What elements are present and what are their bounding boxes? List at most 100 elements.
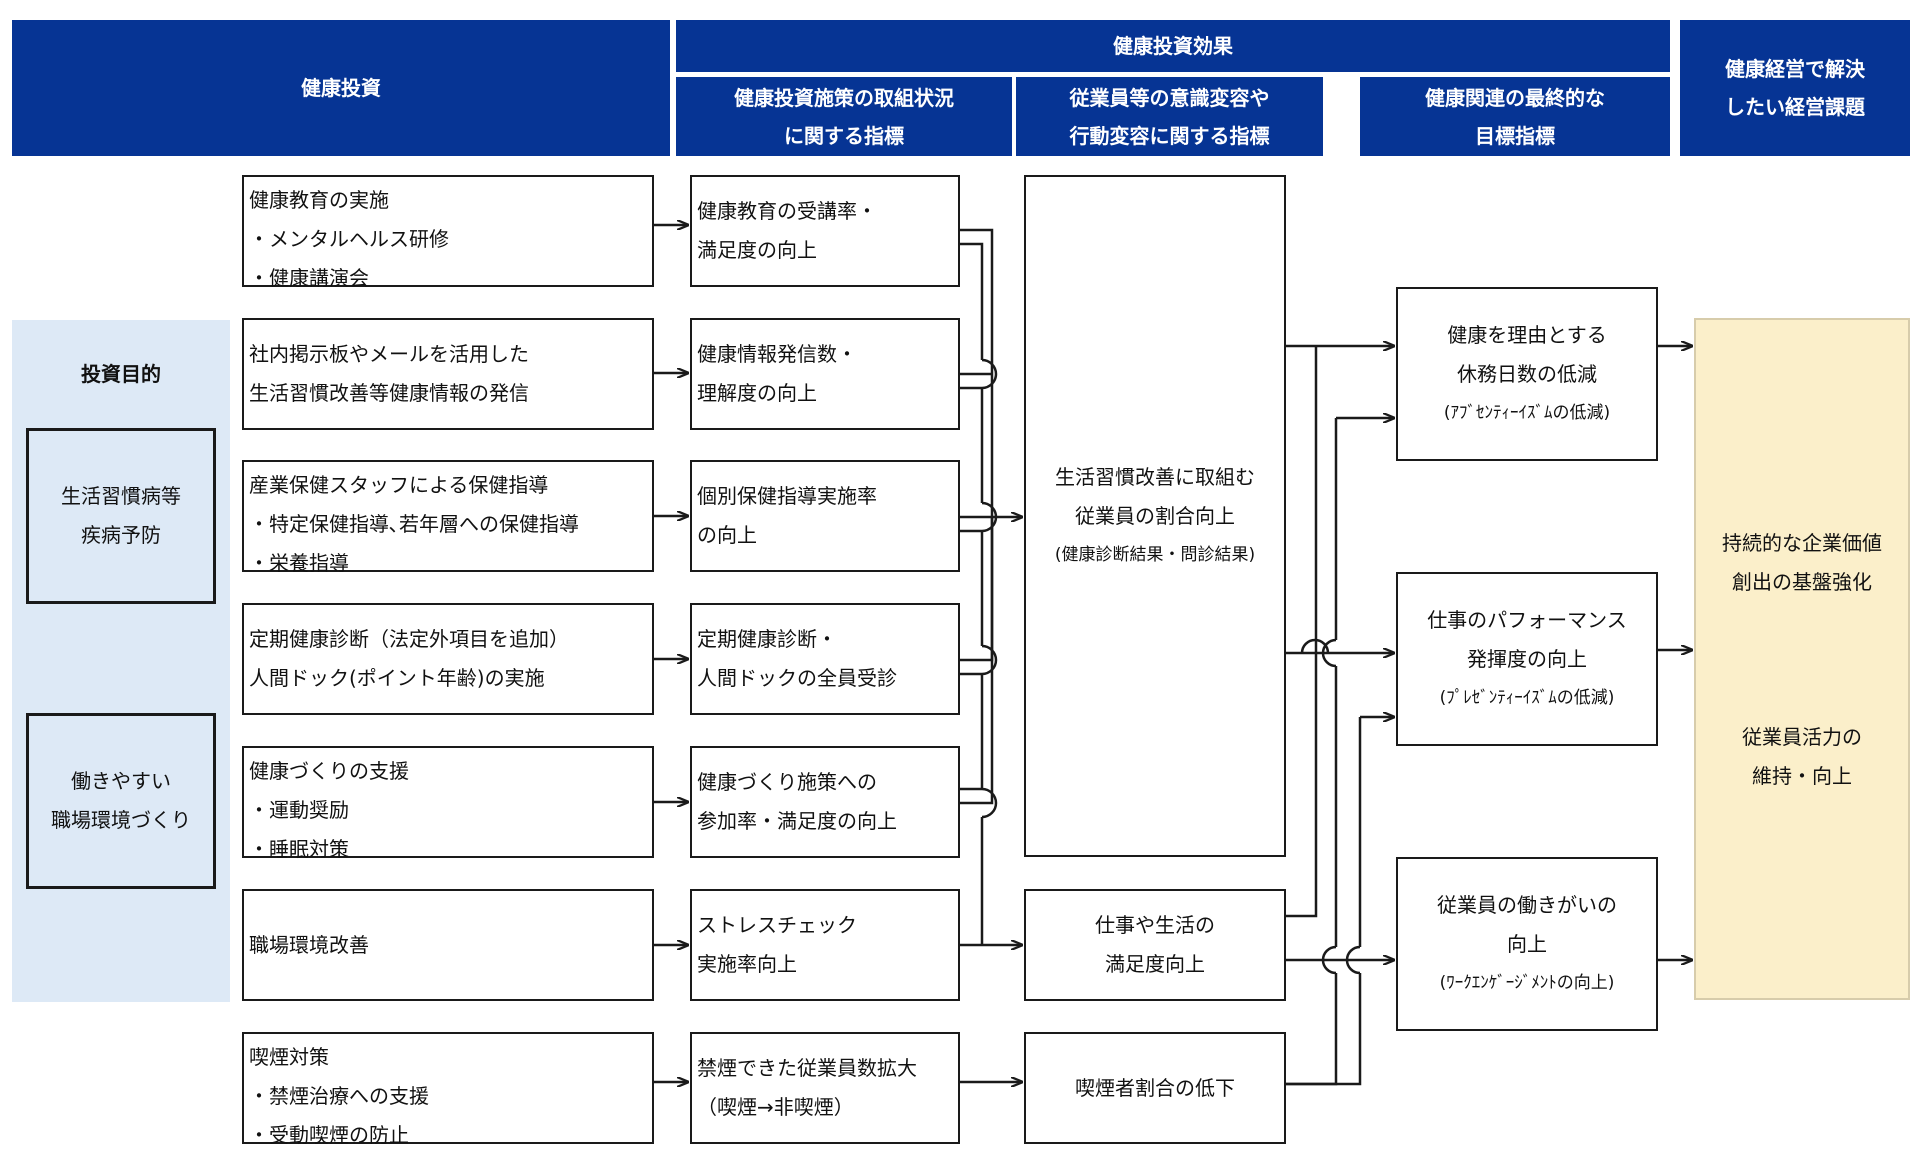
connector: [960, 517, 994, 662]
purpose-workplace: 働きやすい 職場環境づくり: [26, 713, 216, 889]
hop: [1321, 638, 1337, 668]
box-line: 禁煙できた従業員数拡大: [697, 1056, 917, 1080]
goal-line: 創出の基盤強化: [1732, 570, 1872, 594]
box-line: 健康づくりの支援: [249, 759, 409, 783]
investment-health-checkup: 定期健康診断（法定外項目を追加） 人間ドック(ポイント年齢)の実施: [242, 603, 654, 715]
box-line: 健康情報発信数・: [697, 342, 857, 366]
final-absenteeism: 健康を理由とする 休務日数の低減 (ｱﾌﾞｾﾝﾃｨｰｲｽﾞﾑの低減): [1396, 287, 1658, 461]
box-note: (ｱﾌﾞｾﾝﾃｨｰｲｽﾞﾑの低減): [1443, 402, 1611, 423]
management-goal: 持続的な企業価値 創出の基盤強化 従業員活力の 維持・向上: [1694, 318, 1910, 1000]
box-line: ・メンタルヘルス研修: [249, 227, 449, 251]
final-presenteeism: 仕事のパフォーマンス 発揮度の向上 (ﾌﾟﾚｾﾞﾝﾃｨｰｲｽﾞﾑの低減): [1396, 572, 1658, 746]
box-line: 健康教育の実施: [249, 188, 389, 212]
box-line: 仕事のパフォーマンス: [1427, 607, 1627, 632]
box-line: ・睡眠対策: [249, 837, 349, 861]
connector: [960, 517, 994, 805]
box-line: 人間ドック(ポイント年齢)の実施: [249, 666, 545, 690]
measure-quit-smoking: 禁煙できた従業員数拡大 （喫煙→非喫煙）: [690, 1032, 960, 1144]
box-line: 仕事や生活の: [1095, 913, 1215, 937]
header-final: 健康関連の最終的な 目標指標: [1360, 77, 1670, 156]
header-issues: 健康経営で解決 したい経営課題: [1680, 20, 1910, 156]
hop: [1300, 638, 1330, 654]
measure-education-rate: 健康教育の受講率・ 満足度の向上: [690, 175, 960, 287]
behavior-lifestyle: 生活習慣改善に取組む 従業員の割合向上 (健康診断結果・問診結果): [1024, 175, 1286, 857]
box-line: 産業保健スタッフによる保健指導: [249, 473, 549, 497]
measure-checkup-rate: 定期健康診断・ 人間ドックの全員受診: [690, 603, 960, 715]
box-line: 従業員の働きがいの: [1437, 892, 1617, 917]
investment-smoking: 喫煙対策 ・禁煙治療への支援 ・受動喫煙の防止: [242, 1032, 654, 1147]
connector: [960, 228, 994, 517]
purpose-line: 働きやすい: [71, 769, 171, 793]
connector: [1286, 717, 1362, 1086]
measure-participation-rate: 健康づくり施策への 参加率・満足度の向上: [690, 746, 960, 858]
box-line: 喫煙者割合の低下: [1075, 1075, 1235, 1100]
box-note: (ﾌﾟﾚｾﾞﾝﾃｨｰｲｽﾞﾑの低減): [1439, 687, 1615, 708]
box-line: ストレスチェック: [697, 913, 857, 937]
hop: [981, 358, 998, 390]
header-measures: 健康投資施策の取組状況 に関する指標: [676, 77, 1012, 156]
header-behavior: 従業員等の意識変容や 行動変容に関する指標: [1016, 77, 1323, 156]
box-line: ・栄養指導: [249, 551, 349, 575]
connector: [1286, 418, 1338, 1086]
purpose-line: 疾病予防: [81, 523, 161, 547]
box-line: 定期健康診断（法定外項目を追加）: [249, 627, 569, 651]
goal-line: 従業員活力の: [1742, 725, 1862, 749]
box-line: 喫煙対策: [249, 1045, 329, 1069]
box-line: 健康づくり施策への: [697, 770, 877, 794]
box-line: 休務日数の低減: [1457, 361, 1597, 386]
box-line: 発揮度の向上: [1467, 646, 1587, 671]
box-line: 従業員の割合向上: [1075, 503, 1235, 528]
box-line: ・禁煙治療への支援: [249, 1084, 429, 1108]
purpose-line: 生活習慣病等: [61, 484, 181, 508]
header-investment: 健康投資: [12, 20, 670, 156]
box-line: 生活習慣改善等健康情報の発信: [249, 381, 529, 405]
box-line: 満足度向上: [1105, 952, 1205, 976]
connector: [960, 242, 984, 945]
box-line: ・運動奨励: [249, 798, 349, 822]
box-line: ・特定保健指導､若年層への保健指導: [249, 512, 579, 536]
box-line: 実施率向上: [697, 952, 797, 976]
investment-health-info: 社内掲示板やメールを活用した 生活習慣改善等健康情報の発信: [242, 318, 654, 430]
box-note: (健康診断結果・問診結果): [1054, 544, 1256, 565]
connector: [1286, 346, 1318, 918]
box-line: 満足度の向上: [697, 238, 817, 262]
box-line: 健康を理由とする: [1447, 322, 1607, 347]
final-engagement: 従業員の働きがいの 向上 (ﾜｰｸｴﾝｹﾞｰｼﾞﾒﾝﾄの向上): [1396, 857, 1658, 1031]
investment-workplace-improvement: 職場環境改善: [242, 889, 654, 1001]
hop: [1321, 945, 1337, 975]
purpose-line: 職場環境づくり: [51, 808, 191, 832]
box-line: 参加率・満足度の向上: [697, 809, 897, 833]
measure-stresscheck-rate: ストレスチェック 実施率向上: [690, 889, 960, 1001]
box-line: 社内掲示板やメールを活用した: [249, 342, 529, 366]
header-effect: 健康投資効果: [676, 20, 1670, 72]
box-line: （喫煙→非喫煙）: [697, 1095, 854, 1119]
box-line: 定期健康診断・: [697, 627, 837, 651]
hop: [1345, 945, 1361, 975]
behavior-smoking-rate: 喫煙者割合の低下: [1024, 1032, 1286, 1144]
box-line: 生活習慣改善に取組む: [1055, 464, 1255, 489]
box-line: 人間ドックの全員受診: [697, 666, 897, 690]
measure-info-count: 健康情報発信数・ 理解度の向上: [690, 318, 960, 430]
box-line: の向上: [697, 523, 757, 547]
box-note: (ﾜｰｸｴﾝｹﾞｰｼﾞﾒﾝﾄの向上): [1439, 972, 1615, 993]
hop: [981, 644, 998, 676]
hop: [981, 787, 998, 819]
investment-health-guidance: 産業保健スタッフによる保健指導 ・特定保健指導､若年層への保健指導 ・栄養指導: [242, 460, 654, 575]
measure-guidance-rate: 個別保健指導実施率 の向上: [690, 460, 960, 572]
hop: [981, 501, 998, 533]
investment-health-education: 健康教育の実施 ・メンタルヘルス研修 ・健康講演会: [242, 175, 654, 290]
purpose-title: 投資目的: [81, 362, 161, 386]
goal-line: 持続的な企業価値: [1722, 531, 1882, 555]
box-line: ・健康講演会: [249, 266, 369, 290]
investment-health-support: 健康づくりの支援 ・運動奨励 ・睡眠対策: [242, 746, 654, 861]
box-line: 個別保健指導実施率: [697, 484, 877, 508]
box-line: 職場環境改善: [249, 932, 369, 957]
box-line: ・受動喫煙の防止: [249, 1123, 409, 1147]
behavior-satisfaction: 仕事や生活の 満足度向上: [1024, 889, 1286, 1001]
purpose-disease-prevention: 生活習慣病等 疾病予防: [26, 428, 216, 604]
goal-line: 維持・向上: [1752, 764, 1852, 788]
box-line: 向上: [1507, 931, 1547, 956]
box-line: 健康教育の受講率・: [697, 199, 877, 223]
box-line: 理解度の向上: [697, 381, 817, 405]
